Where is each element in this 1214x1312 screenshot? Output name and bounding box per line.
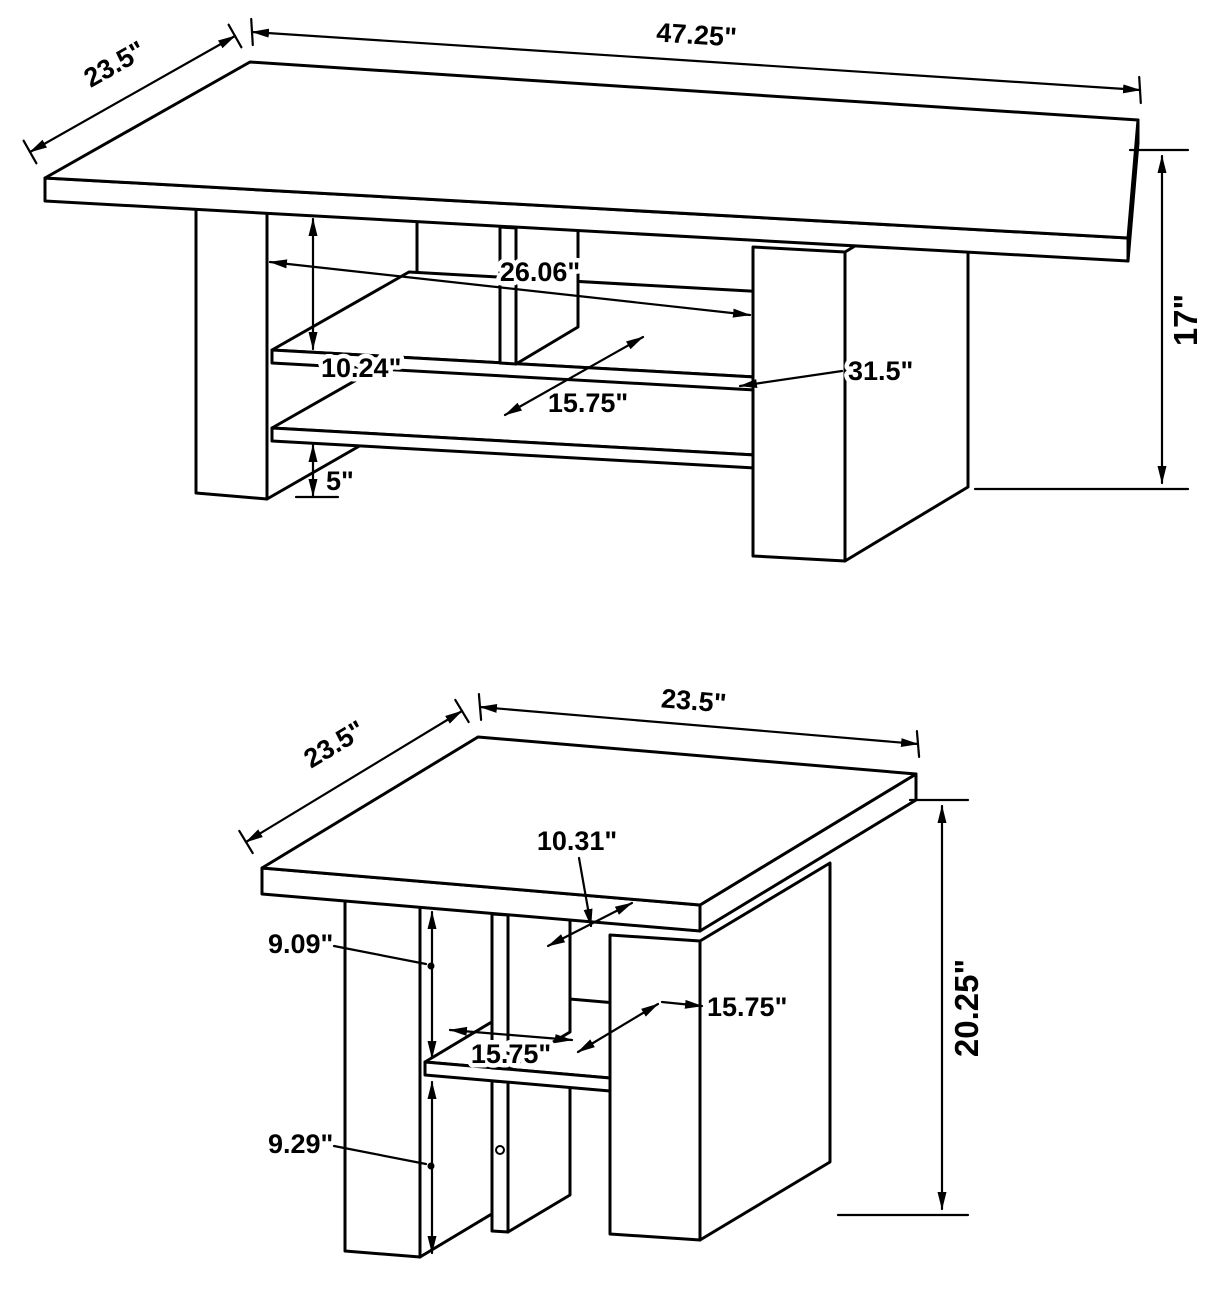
dim-label-coffee-top-to-shelf: 10.24" xyxy=(321,353,401,383)
dim-label-end-lower-opening-height: 9.29" xyxy=(268,1129,333,1159)
dim-coffee-interior-width: 26.06" xyxy=(268,253,752,318)
end-lower-divider-front xyxy=(490,1079,510,1234)
dim-end-shelf-depth: 15.75" xyxy=(576,988,792,1054)
cam-bolt-detail xyxy=(495,1145,505,1155)
dim-coffee-shelf-depth: 15.75" xyxy=(503,335,645,423)
dim-coffee-top-to-shelf: 10.24" xyxy=(308,217,406,388)
dim-label-end-opening-width: 10.31" xyxy=(537,826,617,856)
dim-label-coffee-width: 47.25" xyxy=(656,17,738,52)
dim-label-end-height: 20.25" xyxy=(948,959,985,1057)
dim-label-end-shelf-width: 15.75" xyxy=(471,1039,551,1069)
end-table-drawing: 23.5" 23.5" 20.25" 10.31" 9.09" xyxy=(238,679,990,1259)
dim-label-coffee-shelf-length: 31.5" xyxy=(848,356,913,386)
dim-end-shelf-width: 15.75" xyxy=(448,1026,574,1074)
dim-coffee-height: 17" xyxy=(973,148,1209,491)
dim-label-end-width: 23.5" xyxy=(660,683,728,718)
dim-label-coffee-clearance: 5" xyxy=(326,466,354,496)
coffee-left-leg-front-panel xyxy=(194,205,269,501)
dim-label-coffee-height: 17" xyxy=(1167,294,1204,346)
coffee-upper-divider-front xyxy=(498,225,518,366)
dim-end-lower-opening-height: 9.29" xyxy=(264,1080,437,1255)
dim-coffee-width: 47.25" xyxy=(250,13,1142,105)
dim-coffee-shelf-length: 31.5" xyxy=(738,352,918,391)
dim-end-opening-width: 10.31" xyxy=(532,822,634,948)
dim-label-coffee-interior-width: 26.06" xyxy=(500,257,580,287)
dim-coffee-clearance: 5" xyxy=(294,443,358,501)
dim-label-coffee-shelf-depth: 15.75" xyxy=(548,388,628,418)
coffee-table-drawing: 23.5" 47.25" 17" 26.06" 10.24" 1 xyxy=(22,13,1209,563)
dim-label-end-shelf-depth: 15.75" xyxy=(707,992,787,1022)
dim-label-coffee-depth: 23.5" xyxy=(79,35,151,93)
dim-label-end-depth: 23.5" xyxy=(299,715,370,774)
end-right-leg-front-panel xyxy=(608,933,702,1242)
dim-end-height: 20.25" xyxy=(836,798,990,1217)
coffee-right-leg-front-panel xyxy=(751,245,847,563)
dim-end-upper-opening-height: 9.09" xyxy=(264,910,437,1060)
dim-label-end-upper-opening-height: 9.09" xyxy=(268,929,333,959)
